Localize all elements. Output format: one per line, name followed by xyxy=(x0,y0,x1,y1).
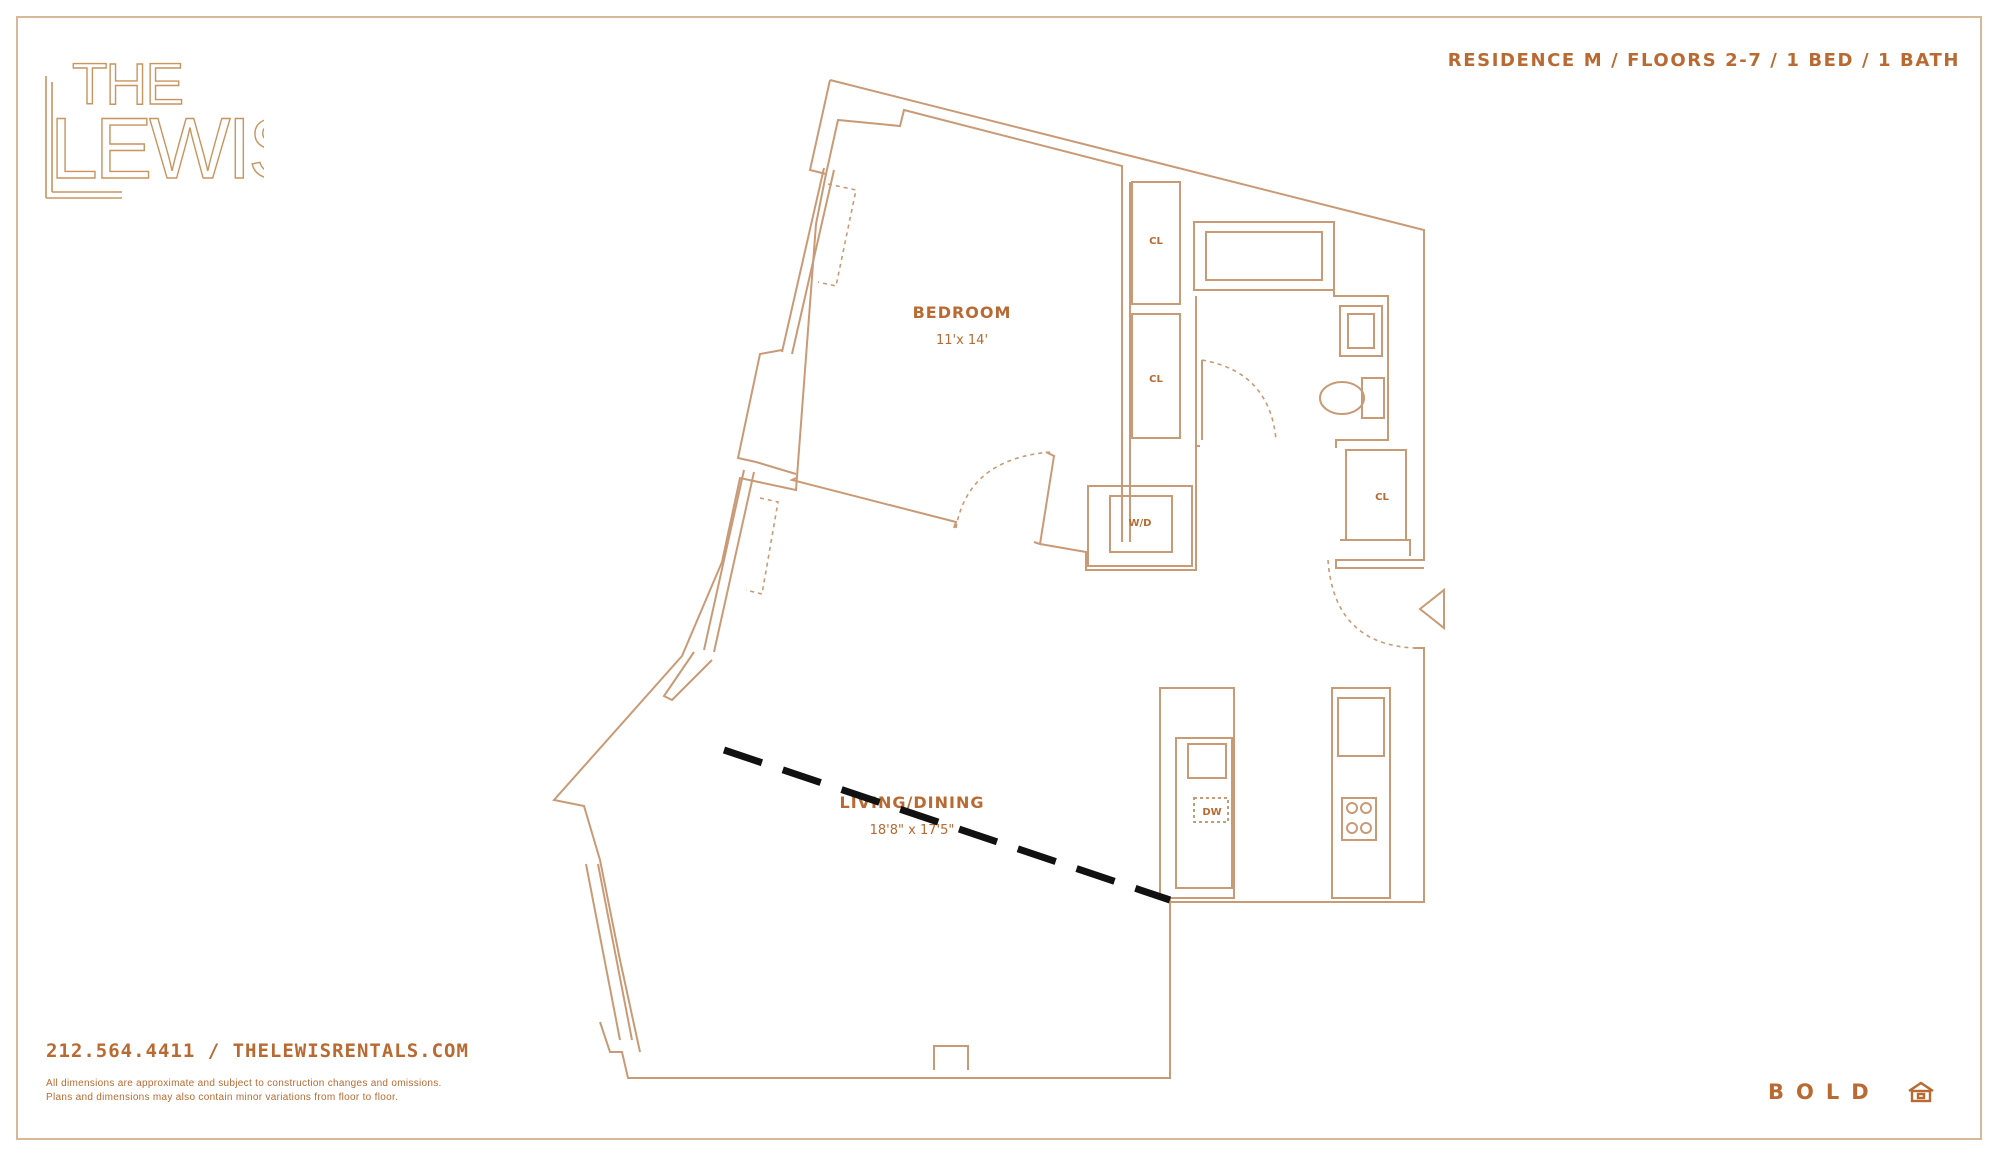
entry-arrow-icon xyxy=(1418,587,1445,631)
outer-wall-left xyxy=(552,79,831,1053)
outer-wall-right-lower xyxy=(599,647,1425,1079)
disclaimer-line-1: All dimensions are approximate and subje… xyxy=(46,1078,442,1089)
bedroom-label: BEDROOM xyxy=(913,303,1012,322)
outer-wall xyxy=(829,79,1425,569)
washer-dryer-label: W/D xyxy=(1129,518,1152,529)
outer-wall-left-inner xyxy=(825,108,1123,182)
logo-lewis: LEWIS xyxy=(50,101,264,197)
bedroom-dims: 11'x 14' xyxy=(936,333,988,348)
dishwasher-label: DW xyxy=(1202,807,1221,818)
disclaimer-line-2: Plans and dimensions may also contain mi… xyxy=(46,1092,399,1103)
dashed-divider xyxy=(722,746,1172,904)
contact-line[interactable]: 212.564.4411 / THELEWISRENTALS.COM xyxy=(46,1040,469,1062)
living-dining-dims: 18'8" x 17'5" xyxy=(870,823,955,838)
house-icon xyxy=(1906,1080,1936,1109)
lewis-logo: THE LEWIS xyxy=(44,48,306,213)
disclaimer: All dimensions are approximate and subje… xyxy=(46,1077,442,1105)
bedroom-wall xyxy=(789,477,958,529)
closet-label-3: CL xyxy=(1375,492,1389,503)
residence-info: RESIDENCE M / FLOORS 2-7 / 1 BED / 1 BAT… xyxy=(1447,50,1960,71)
closet-label-2: CL xyxy=(1149,374,1163,385)
bold-brand: BOLD xyxy=(1768,1080,1881,1104)
page-frame xyxy=(16,16,1982,1140)
logo-the: THE xyxy=(72,52,182,117)
closet-label-1: CL xyxy=(1149,236,1163,247)
